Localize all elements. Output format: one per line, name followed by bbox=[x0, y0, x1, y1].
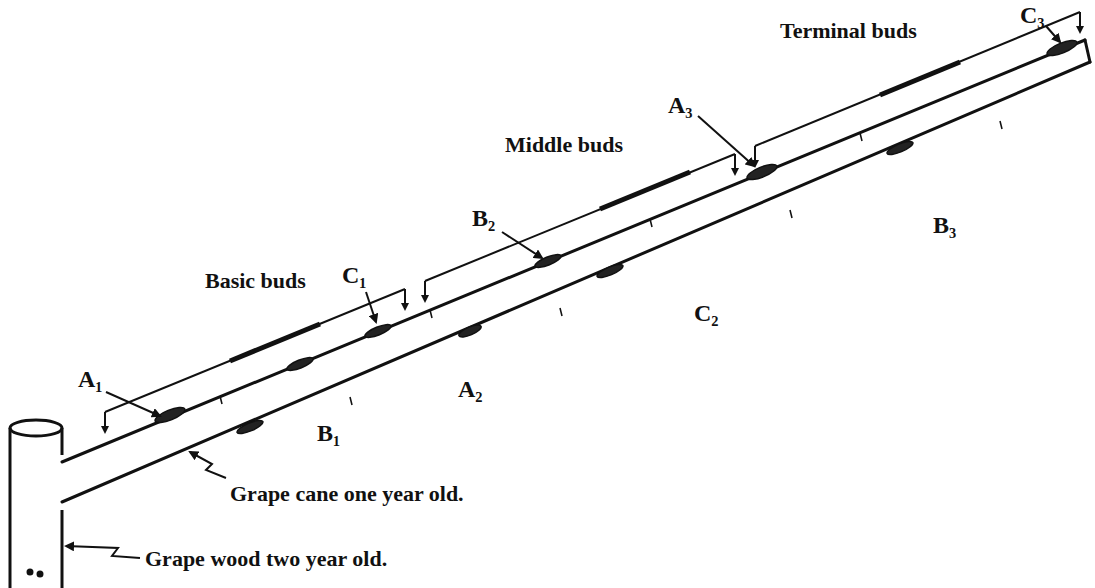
callout-label: C₂ bbox=[694, 300, 719, 328]
part-label: Grape cane one year old. bbox=[230, 481, 464, 506]
callout-label: B₂ bbox=[472, 205, 495, 233]
node-ticks bbox=[220, 121, 1002, 405]
callout-label: A₁ bbox=[78, 366, 103, 394]
bud-brackets bbox=[105, 12, 1080, 432]
callout-label: A₂ bbox=[458, 376, 483, 404]
zone-label: Terminal buds bbox=[780, 18, 917, 43]
callout-label: C₁ bbox=[342, 262, 367, 290]
zone-label: Middle buds bbox=[505, 132, 623, 157]
one-year-cane bbox=[62, 40, 1090, 502]
callout-label: B₃ bbox=[933, 212, 956, 240]
part-label: Grape wood two year old. bbox=[145, 546, 387, 571]
two-year-wood bbox=[10, 420, 62, 588]
callout-label: B₁ bbox=[317, 420, 340, 448]
callout-label: C₃ bbox=[1020, 2, 1045, 30]
zone-label: Basic buds bbox=[205, 268, 306, 293]
callout-label: A₃ bbox=[668, 92, 693, 120]
buds bbox=[153, 37, 1078, 436]
leader-arrows bbox=[66, 26, 1060, 558]
